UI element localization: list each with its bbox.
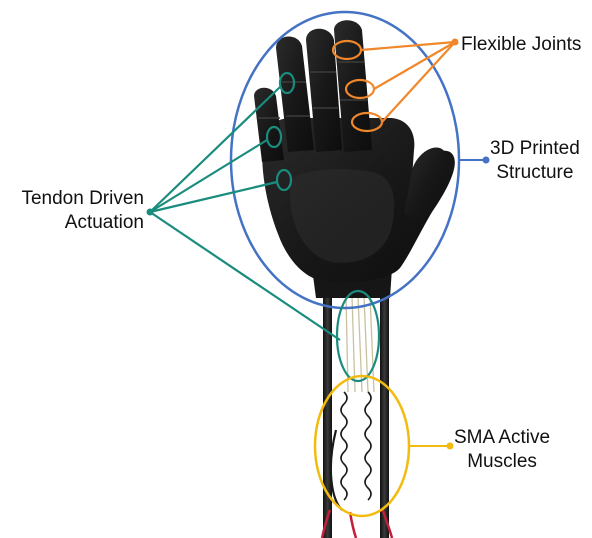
- tendon-actuation-label: Tendon Driven Actuation: [14, 187, 144, 235]
- structure-dot: [483, 157, 490, 164]
- joint-leader-1: [361, 42, 455, 50]
- joints-dot: [452, 39, 459, 46]
- flexible-joints-text: Flexible Joints: [461, 33, 581, 57]
- flexible-joints-label: Flexible Joints: [461, 33, 581, 57]
- printed-structure-label: 3D Printed Structure: [490, 137, 580, 185]
- printed-structure-line-2: Structure: [490, 161, 580, 185]
- tendon-leader-2: [150, 140, 267, 212]
- sma-muscles-label: SMA Active Muscles: [454, 426, 550, 474]
- joint-leader-3: [382, 42, 455, 122]
- tendon-actuation-line-2: Actuation: [14, 211, 144, 235]
- sma-muscles-line-2: Muscles: [454, 450, 550, 474]
- tendon-dot: [147, 209, 154, 216]
- support-rod-right: [380, 286, 389, 538]
- tendon-actuation-line-1: Tendon Driven: [14, 187, 144, 211]
- tendon-leader-3: [150, 182, 277, 212]
- sma-muscles-line-1: SMA Active: [454, 426, 550, 450]
- printed-structure-line-1: 3D Printed: [490, 137, 580, 161]
- sma-dot: [447, 443, 454, 450]
- sma-coils: [331, 392, 371, 510]
